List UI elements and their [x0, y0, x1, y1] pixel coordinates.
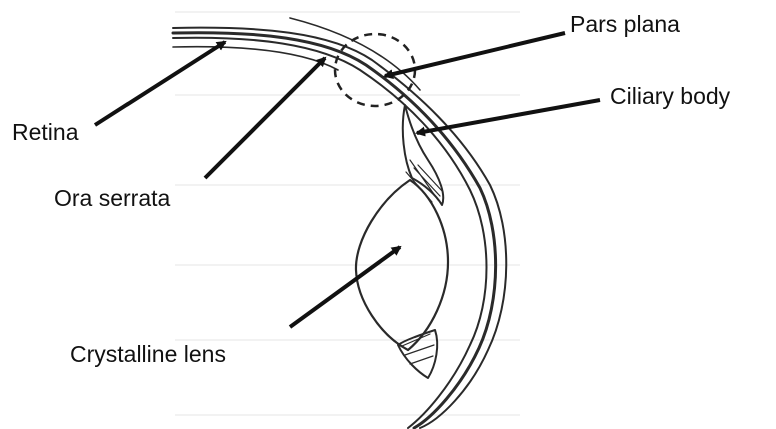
ora-serrata-pointer-arrow — [205, 58, 325, 178]
retina-label: Retina — [12, 119, 79, 145]
background-guidelines — [175, 12, 520, 415]
ciliary-body-pointer-arrow — [417, 100, 600, 133]
pars-plana-pointer-arrow — [385, 33, 565, 76]
pars-plana-label: Pars plana — [570, 11, 680, 37]
ora-serrata-label: Ora serrata — [54, 185, 171, 211]
label-pointers — [95, 33, 600, 327]
crystalline-lens-label: Crystalline lens — [70, 341, 226, 367]
ciliary-body-label: Ciliary body — [610, 83, 731, 109]
crystalline-lens-pointer-arrow — [290, 247, 400, 327]
retina-pointer-arrow — [95, 42, 225, 125]
